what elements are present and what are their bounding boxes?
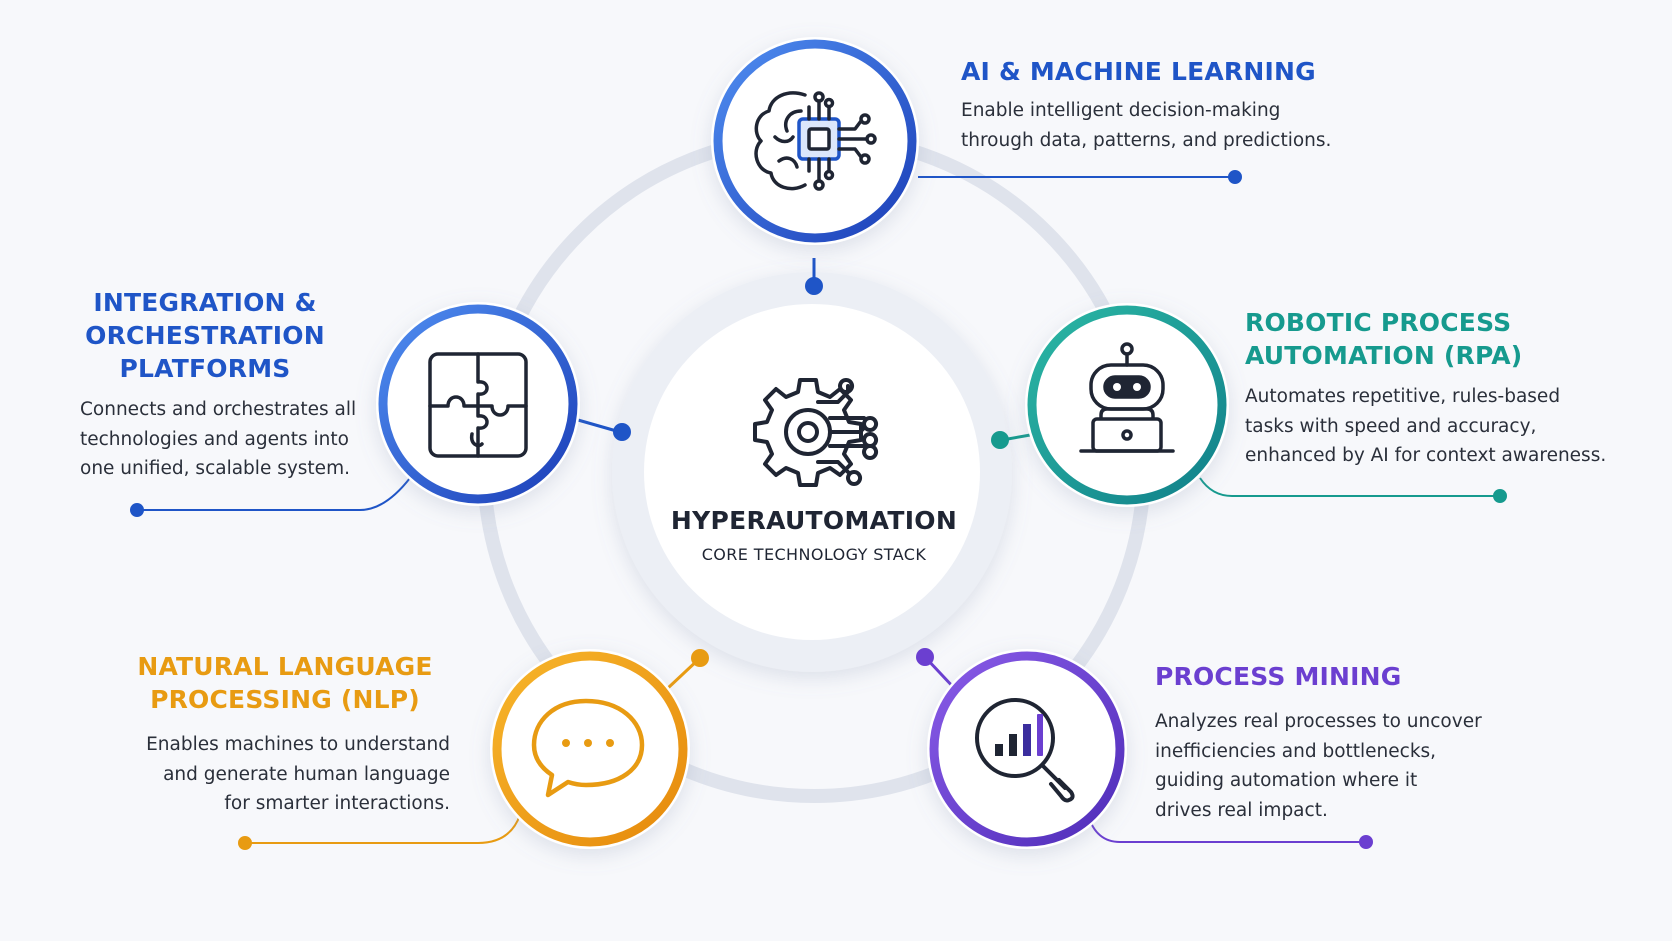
leader-rpa (1199, 477, 1507, 503)
nlp-title-line: PROCESSING (NLP) (150, 685, 420, 714)
brain-chip-icon (754, 91, 877, 191)
chat-bubble-icon (531, 698, 645, 798)
nlp-desc-line: and generate human language (163, 763, 450, 785)
leader-nlp (238, 814, 521, 850)
robot-laptop-icon (1079, 342, 1175, 453)
nlp-title-line: NATURAL LANGUAGE (137, 652, 433, 681)
int-title-line: INTEGRATION & (93, 288, 317, 317)
node-ai (711, 37, 919, 245)
connector-nlp (666, 649, 709, 690)
label-nlp: NATURAL LANGUAGE PROCESSING (NLP) Enable… (120, 650, 450, 819)
pm-description: Analyzes real processes to uncover ineff… (1155, 707, 1482, 825)
nlp-desc-line: Enables machines to understand (146, 734, 450, 755)
int-desc-line: Connects and orchestrates all (80, 399, 357, 420)
connector-int (577, 418, 631, 441)
center-subtitle: CORE TECHNOLOGY STACK (701, 545, 927, 564)
center-label: HYPERAUTOMATION CORE TECHNOLOGY STACK (614, 506, 1014, 564)
node-nlp (490, 649, 690, 849)
nlp-description: Enables machines to understand and gener… (120, 730, 450, 819)
int-title: INTEGRATION & ORCHESTRATION PLATFORMS (80, 286, 330, 385)
gear-circuit-icon (753, 378, 879, 487)
nlp-title: NATURAL LANGUAGE PROCESSING (NLP) (120, 650, 450, 716)
int-description: Connects and orchestrates all technologi… (80, 395, 420, 484)
center-title: HYPERAUTOMATION (670, 506, 958, 535)
puzzle-icon (428, 352, 528, 458)
pm-desc-line: inefficiencies and bottlenecks, (1155, 740, 1437, 762)
label-int: INTEGRATION & ORCHESTRATION PLATFORMS Co… (80, 286, 420, 484)
leader-int (130, 477, 411, 517)
node-pm (927, 649, 1127, 849)
nlp-desc-line: for smarter interactions. (224, 793, 450, 814)
rpa-title-line: AUTOMATION (RPA) (1245, 341, 1523, 370)
rpa-desc-line: Automates repetitive, rules-based (1245, 386, 1561, 407)
rpa-description: Automates repetitive, rules-based tasks … (1245, 382, 1606, 471)
label-pm: PROCESS MINING Analyzes real processes t… (1155, 660, 1482, 825)
rpa-title: ROBOTIC PROCESS AUTOMATION (RPA) (1245, 306, 1606, 372)
center-hub (644, 304, 980, 640)
pm-desc-line: drives real impact. (1155, 799, 1328, 821)
leader-ai (918, 170, 1242, 184)
ai-description: Enable intelligent decision-making throu… (961, 96, 1331, 155)
rpa-title-line: ROBOTIC PROCESS (1245, 308, 1512, 337)
magnifier-chart-icon (975, 698, 1075, 803)
connector-ai (805, 258, 823, 295)
label-rpa: ROBOTIC PROCESS AUTOMATION (RPA) Automat… (1245, 306, 1606, 471)
pm-desc-line: Analyzes real processes to uncover (1155, 711, 1482, 732)
int-desc-line: technologies and agents into (80, 428, 349, 450)
ai-desc-line: Enable intelligent decision-making (961, 100, 1281, 121)
rpa-desc-line: tasks with speed and accuracy, (1245, 415, 1537, 437)
pm-desc-line: guiding automation where it (1155, 770, 1418, 791)
node-int (376, 302, 580, 506)
node-rpa (1025, 303, 1229, 507)
ai-desc-line: through data, patterns, and predictions. (961, 129, 1332, 151)
pm-title: PROCESS MINING (1155, 662, 1402, 691)
int-title-line: ORCHESTRATION (85, 321, 325, 350)
int-title-line: PLATFORMS (119, 354, 291, 383)
connector-pm (916, 648, 958, 692)
ai-title: AI & MACHINE LEARNING (961, 57, 1316, 86)
rpa-desc-line: enhanced by AI for context awareness. (1245, 445, 1607, 466)
int-desc-line: one unified, scalable system. (80, 458, 350, 479)
label-ai: AI & MACHINE LEARNING Enable intelligent… (961, 55, 1331, 155)
